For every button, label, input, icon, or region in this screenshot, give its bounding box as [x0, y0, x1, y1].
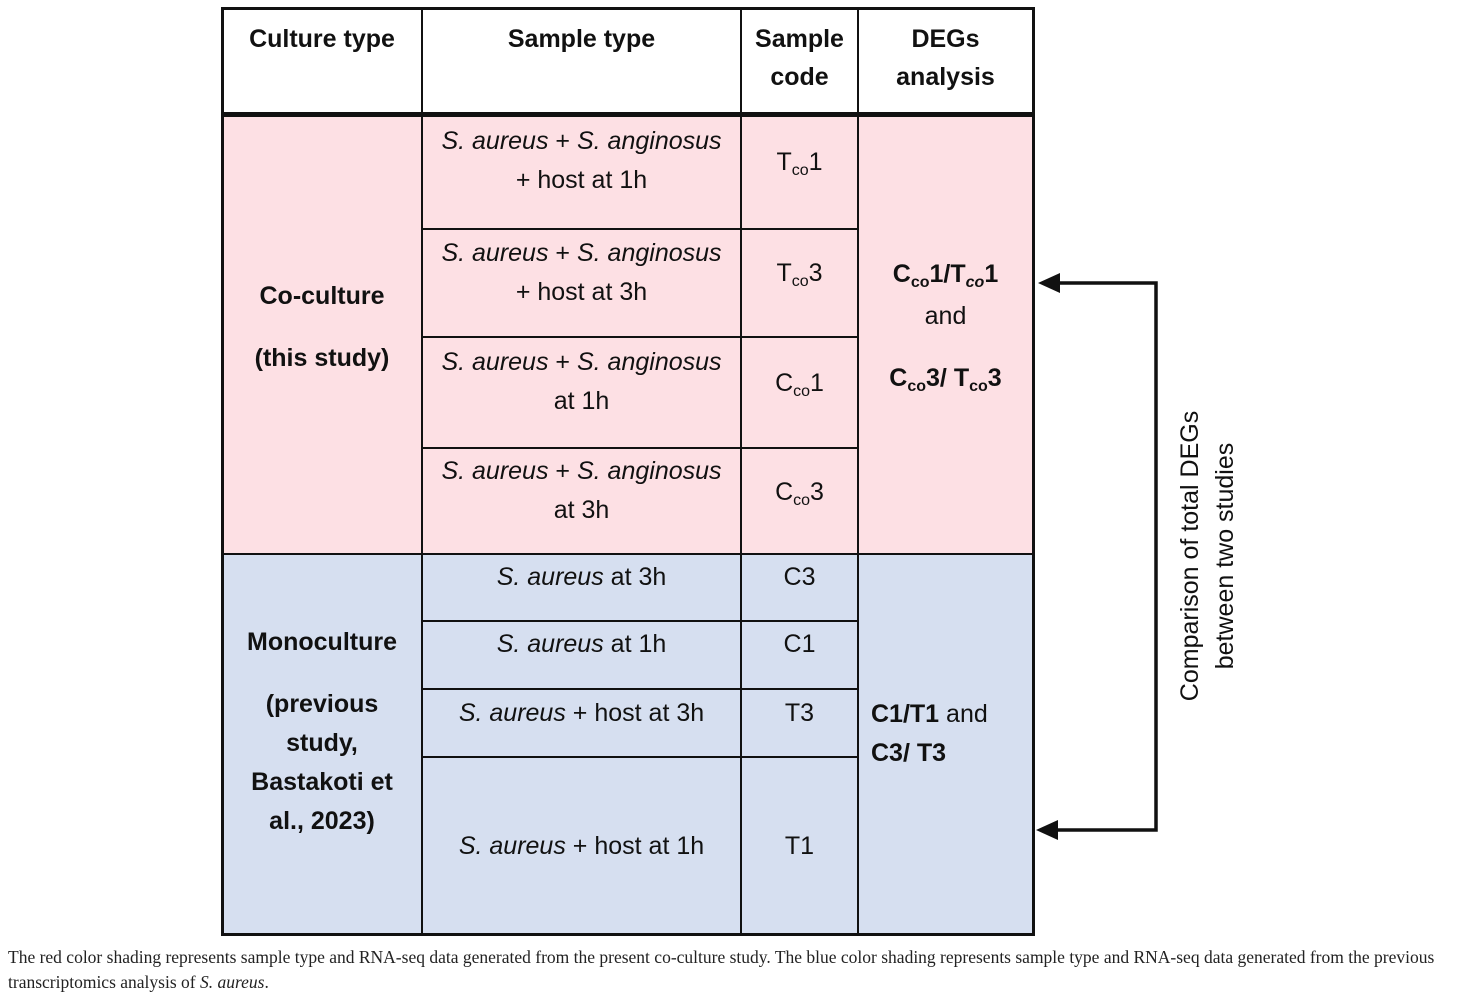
monoculture-label: Monoculture	[247, 628, 397, 656]
coculture-sample-row-1: S. aureus + S. anginosus + host at 1h	[422, 116, 741, 229]
col-divider-2	[740, 7, 742, 936]
degs-pair-2: Cco3/ Tco3	[889, 364, 1002, 395]
species-aureus: S. aureus	[441, 127, 549, 155]
section-divider	[221, 553, 1034, 555]
degs-pair-1: Cco1/Tco1	[892, 260, 999, 291]
plus-sign: +	[555, 348, 571, 376]
species-aureus: S. aureus	[496, 563, 604, 591]
header-sample-type-text: Sample type	[507, 25, 656, 53]
sample-code: C1	[783, 630, 816, 658]
coculture-degs-cell: Cco1/Tco1 and Cco3/ Tco3	[858, 116, 1033, 554]
plus-sign: +	[555, 127, 571, 155]
code-cell-cco3: Cco3	[741, 448, 858, 554]
sample-code: T1	[784, 831, 815, 860]
code-cell-t1: T1	[741, 757, 858, 935]
table-caption: The red color shading represents sample …	[8, 945, 1458, 995]
monoculture-sublabel-1: (previous	[265, 690, 379, 718]
species-anginosus: S. anginosus	[576, 457, 722, 485]
monoculture-label-cell: Monoculture (previous study, Bastakoti e…	[222, 554, 422, 935]
coculture-label: Co-culture	[259, 282, 385, 310]
header-sample-type: Sample type	[422, 8, 741, 114]
arrowhead-bottom	[1036, 820, 1058, 840]
monoculture-sublabel-4: al., 2023)	[269, 807, 375, 835]
row-divider	[422, 447, 858, 449]
coculture-sublabel: (this study)	[254, 344, 390, 372]
row-divider	[422, 620, 858, 622]
code-cell-c3: C3	[741, 554, 858, 621]
sample-detail: at 1h	[610, 630, 667, 658]
monoculture-sublabel-2: study,	[286, 729, 358, 757]
coculture-label-cell: Co-culture (this study)	[222, 116, 422, 554]
code-cell-tco3: Tco3	[741, 229, 858, 337]
table-border-right	[1032, 7, 1035, 936]
sample-detail: at 3h	[610, 563, 667, 591]
row-divider	[422, 756, 858, 758]
caption-species: S. aureus	[199, 972, 265, 992]
sample-detail: + host at 3h	[572, 699, 705, 727]
degs-and: and	[924, 302, 967, 330]
caption-text: The red color shading represents sample …	[8, 947, 1435, 992]
sample-code: Tco1	[776, 148, 823, 179]
mono-sample-row-2: S. aureus at 1h	[422, 621, 741, 689]
sample-row-3-line2: at 1h	[553, 387, 610, 415]
sample-row-2-line2: + host at 3h	[515, 278, 648, 306]
species-aureus: S. aureus	[441, 457, 549, 485]
monoculture-sublabel-3: Bastakoti et	[251, 768, 393, 796]
mono-sample-row-4: S. aureus + host at 1h	[422, 757, 741, 935]
coculture-sample-row-2: S. aureus + S. anginosus + host at 3h	[422, 229, 741, 337]
species-anginosus: S. anginosus	[576, 127, 722, 155]
arrowhead-top	[1038, 273, 1060, 293]
mono-sample-row-1: S. aureus at 3h	[422, 554, 741, 621]
row-divider	[422, 336, 858, 338]
species-aureus: S. aureus	[458, 831, 566, 860]
monoculture-degs-cell: C1/T1 and C3/ T3	[858, 554, 1033, 935]
sample-detail: + host at 1h	[572, 831, 705, 860]
table-border-left	[221, 7, 224, 936]
code-cell-cco1: Cco1	[741, 337, 858, 448]
header-divider	[221, 112, 1034, 117]
degs-mono-line1: C1/T1 and	[871, 700, 988, 728]
sample-code: T3	[784, 699, 815, 727]
sample-row-1-line2: + host at 1h	[515, 166, 648, 194]
table-border-bottom	[221, 933, 1034, 936]
sample-row-4-line2: at 3h	[553, 496, 610, 524]
comparison-label-line1: Comparison of total DEGs	[1176, 410, 1204, 702]
header-sample-code-line2: code	[770, 63, 829, 91]
sample-code: C3	[783, 563, 816, 591]
col-divider-1	[421, 7, 423, 936]
row-divider	[422, 228, 858, 230]
comparison-label: Comparison of total DEGs between two stu…	[1173, 411, 1243, 701]
comparison-label-line2: between two studies	[1211, 442, 1239, 670]
code-cell-t3: T3	[741, 689, 858, 757]
caption-end: .	[264, 972, 269, 992]
degs-mono-line2: C3/ T3	[871, 739, 947, 767]
sample-code: Cco1	[775, 369, 824, 400]
header-culture-type-text: Culture type	[249, 25, 395, 53]
header-sample-code-line1: Sample	[755, 25, 844, 53]
sample-code: Cco3	[775, 478, 824, 509]
col-divider-3	[857, 7, 859, 936]
plus-sign: +	[555, 239, 571, 267]
comparison-bracket-arrow	[1036, 273, 1158, 840]
coculture-sample-row-4: S. aureus + S. anginosus at 3h	[422, 448, 741, 554]
species-aureus: S. aureus	[441, 239, 549, 267]
header-culture-type: Culture type	[222, 8, 422, 114]
species-aureus: S. aureus	[496, 630, 604, 658]
sample-code: Tco3	[776, 259, 823, 290]
code-cell-tco1: Tco1	[741, 116, 858, 229]
coculture-sample-row-3: S. aureus + S. anginosus at 1h	[422, 337, 741, 448]
code-cell-c1: C1	[741, 621, 858, 689]
species-aureus: S. aureus	[458, 699, 566, 727]
species-anginosus: S. anginosus	[576, 348, 722, 376]
header-sample-code: Sample code	[741, 8, 858, 114]
header-degs-line2: analysis	[896, 63, 995, 91]
species-anginosus: S. anginosus	[576, 239, 722, 267]
mono-sample-row-3: S. aureus + host at 3h	[422, 689, 741, 757]
species-aureus: S. aureus	[441, 348, 549, 376]
plus-sign: +	[555, 457, 571, 485]
table-border-top	[221, 7, 1034, 10]
row-divider	[422, 688, 858, 690]
header-degs-analysis: DEGs analysis	[858, 8, 1033, 114]
header-degs-line1: DEGs	[911, 25, 980, 53]
